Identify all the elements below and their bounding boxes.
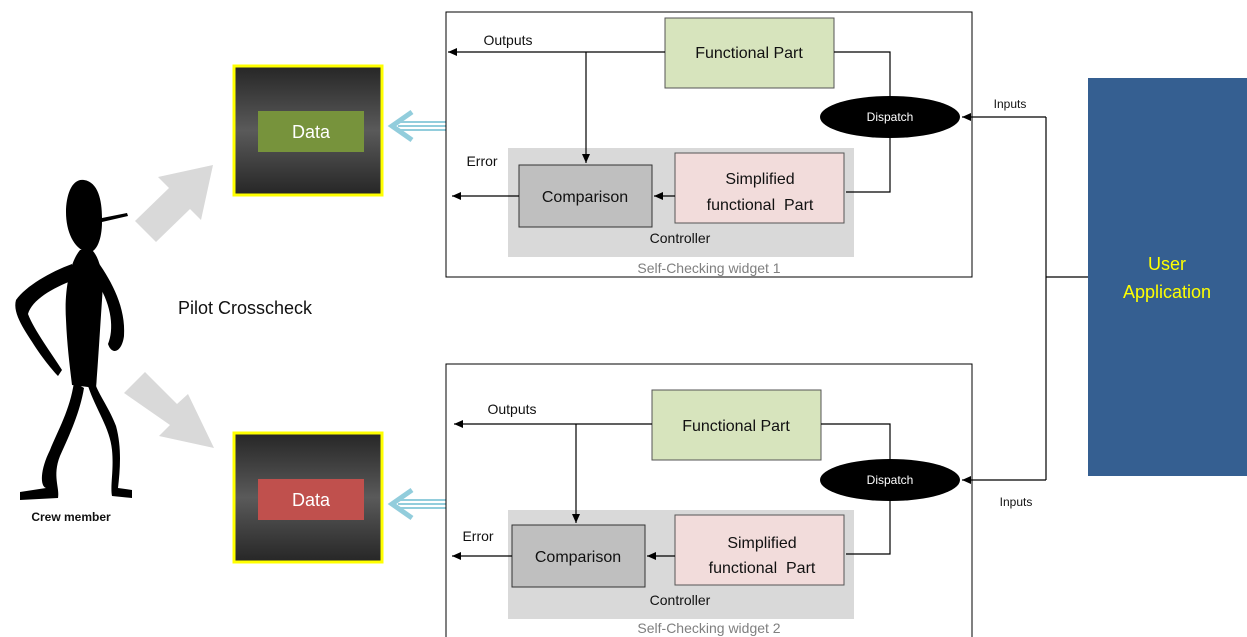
- user-application-box: [1088, 78, 1247, 476]
- upward-view-arrow: [135, 165, 213, 242]
- crew-member-figure: [15, 179, 132, 500]
- comparison-label-2: Comparison: [535, 549, 621, 566]
- crew-arm-left: [15, 264, 74, 376]
- link-arrow-2: [387, 487, 446, 521]
- inputs-label-1: Inputs: [994, 97, 1027, 111]
- crew-arm-right: [98, 262, 125, 351]
- user-application-label-2: Application: [1123, 282, 1211, 302]
- error-label-2: Error: [462, 528, 493, 544]
- crew-member-label: Crew member: [31, 510, 111, 524]
- controller-label-2: Controller: [650, 592, 711, 608]
- dispatch-node-2: [820, 459, 960, 501]
- functional-part-box-2: [651, 389, 822, 461]
- comparison-box-2: [511, 524, 646, 588]
- self-checking-widget-2: Outputs Error Functional Part Dispatch C…: [445, 363, 1046, 637]
- data-label-1: Data: [292, 122, 331, 142]
- display-2: Data: [232, 431, 384, 564]
- crew-torso: [65, 250, 103, 388]
- display-1: Data: [232, 64, 384, 197]
- user-application-label-1: User: [1148, 254, 1186, 274]
- crew-head: [66, 179, 128, 253]
- data-indicator-1: [258, 111, 364, 152]
- functional-part-label-1: Functional Part: [695, 45, 803, 62]
- controller-label-1: Controller: [650, 230, 711, 246]
- comparison-box-1: [518, 164, 653, 228]
- downward-view-arrow: [124, 372, 214, 448]
- simplified-label-2a: Simplified: [727, 535, 796, 552]
- functional-part-label-2: Functional Part: [682, 418, 790, 435]
- crew-leg-left: [20, 382, 84, 500]
- dispatch-label-1: Dispatch: [867, 110, 914, 124]
- error-label-1: Error: [466, 153, 497, 169]
- functional-part-box-1: [664, 17, 835, 89]
- comparison-label-1: Comparison: [542, 189, 628, 206]
- inputs-label-2: Inputs: [1000, 495, 1033, 509]
- data-indicator-2: [258, 479, 364, 520]
- simplified-part-box-2: [674, 514, 845, 586]
- simplified-label-1b: functional Part: [707, 197, 814, 214]
- widget-title-1: Self-Checking widget 1: [637, 260, 780, 276]
- simplified-part-box-1: [674, 152, 845, 224]
- link-arrow-1: [387, 109, 446, 143]
- simplified-label-2b: functional Part: [709, 560, 816, 577]
- dispatch-node-1: [820, 96, 960, 138]
- widget-title-2: Self-Checking widget 2: [637, 620, 780, 636]
- simplified-label-1a: Simplified: [725, 171, 794, 188]
- data-label-2: Data: [292, 490, 331, 510]
- dispatch-label-2: Dispatch: [867, 473, 914, 487]
- outputs-label-1: Outputs: [483, 32, 532, 48]
- pilot-crosscheck-label: Pilot Crosscheck: [178, 298, 313, 318]
- self-checking-widget-1: Outputs Error Functional Part Dispatch C…: [445, 11, 1046, 278]
- crew-leg-right: [88, 386, 132, 498]
- outputs-label-2: Outputs: [487, 401, 536, 417]
